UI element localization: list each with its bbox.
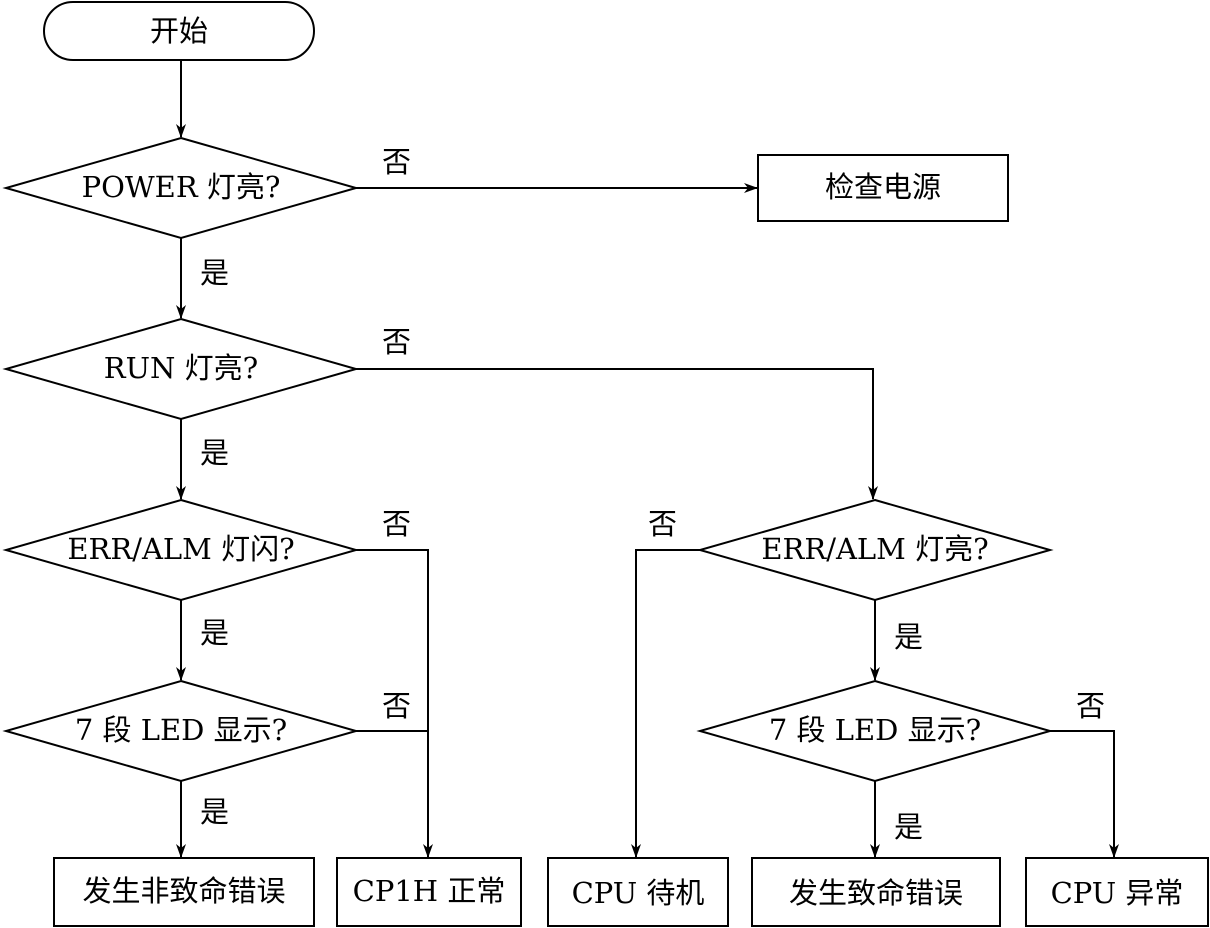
standby-label: CPU 待机 xyxy=(572,876,705,910)
start-label: 开始 xyxy=(150,14,208,48)
label-err-flash-no: 否 xyxy=(382,507,411,541)
err-on-decision-label: ERR/ALM 灯亮? xyxy=(761,532,988,566)
arrow-err-on-no xyxy=(631,549,700,858)
arrow-led-right-no xyxy=(1050,730,1119,858)
fatal-error-label: 发生致命错误 xyxy=(789,876,963,910)
label-err-flash-yes: 是 xyxy=(200,616,229,650)
standby-box xyxy=(547,857,729,927)
nonfatal-error-label: 发生非致命错误 xyxy=(82,874,285,908)
label-err-on-yes: 是 xyxy=(894,620,923,654)
label-power-no: 否 xyxy=(382,145,411,179)
label-led-right-yes: 是 xyxy=(894,810,923,844)
err-flash-decision-label: ERR/ALM 灯闪? xyxy=(67,532,294,566)
led-left-decision-label: 7 段 LED 显示? xyxy=(75,713,287,747)
power-decision-label: POWER 灯亮? xyxy=(82,170,281,204)
start-terminal xyxy=(43,1,315,61)
abnormal-label: CPU 异常 xyxy=(1051,876,1184,910)
run-decision-label: RUN 灯亮? xyxy=(104,351,258,385)
led-right-decision-label: 7 段 LED 显示? xyxy=(769,713,981,747)
abnormal-box xyxy=(1025,857,1209,927)
label-err-on-no: 否 xyxy=(648,507,677,541)
label-power-yes: 是 xyxy=(200,256,229,290)
label-run-yes: 是 xyxy=(200,436,229,470)
check-power-label: 检查电源 xyxy=(825,170,941,204)
arrow-err-flash-no xyxy=(356,549,433,858)
nonfatal-error-box xyxy=(53,857,315,927)
label-led-left-yes: 是 xyxy=(200,795,229,829)
label-led-left-no: 否 xyxy=(382,689,411,723)
fatal-error-box xyxy=(751,857,1001,927)
check-power-box xyxy=(757,154,1009,222)
label-run-no: 否 xyxy=(382,325,411,359)
normal-label: CP1H 正常 xyxy=(353,874,506,908)
normal-box xyxy=(336,857,522,927)
label-led-right-no: 否 xyxy=(1076,689,1105,723)
arrow-run-no xyxy=(356,368,878,500)
